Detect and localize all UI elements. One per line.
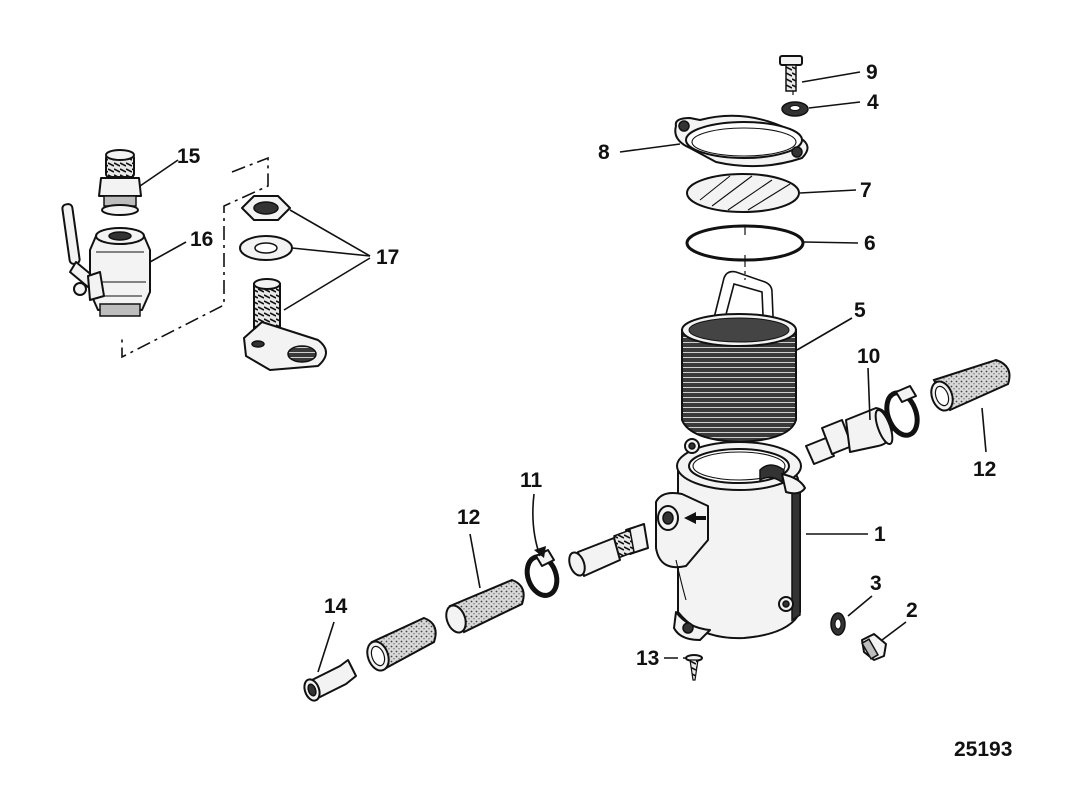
leader-15 — [139, 159, 179, 187]
leader-17b — [291, 247, 371, 257]
hose-12-left — [445, 578, 525, 634]
leader-11-arrow — [534, 546, 546, 558]
leader-17c — [283, 257, 371, 311]
leader-12-left — [469, 533, 481, 589]
callout-6: 6 — [864, 232, 876, 255]
inlet-side — [303, 523, 649, 702]
callout-7: 7 — [860, 179, 872, 202]
mounting-screw-13 — [685, 654, 703, 681]
callout-9: 9 — [866, 61, 878, 84]
hose-fitting-inlet — [568, 523, 649, 577]
figure-number: 25193 — [954, 738, 1012, 761]
drain-valve-assembly — [61, 149, 327, 371]
cover-ring-8 — [674, 114, 809, 168]
leader-4 — [808, 101, 861, 109]
bracket-line — [121, 156, 269, 359]
callout-16: 16 — [190, 228, 213, 251]
leader-2 — [881, 621, 907, 641]
leader-6 — [803, 241, 859, 244]
callout-13: 13 — [636, 647, 659, 670]
leader-8 — [619, 143, 681, 153]
callout-12-left: 12 — [457, 506, 480, 529]
hose-fitting-15 — [98, 149, 142, 216]
hose-fitting-14 — [303, 659, 357, 702]
leader-17a — [289, 209, 371, 257]
strainer-cover-stack — [674, 55, 809, 280]
cover-glass-7 — [686, 173, 800, 213]
leader-7 — [799, 189, 857, 194]
leader-3 — [847, 595, 873, 617]
outlet-side — [805, 358, 1011, 465]
cover-screw-9 — [779, 55, 803, 92]
washer-4 — [781, 101, 809, 117]
callout-8: 8 — [598, 141, 610, 164]
drain-valve-16 — [61, 203, 151, 317]
drain-washer-3 — [830, 612, 846, 636]
leader-lines — [139, 71, 987, 673]
locknut-washer-fitting-17 — [239, 195, 327, 371]
leader-12-right — [981, 407, 987, 453]
leader-5 — [796, 317, 853, 351]
hose-section-left — [366, 616, 437, 672]
leader-16 — [149, 241, 187, 263]
hose-fitting-10 — [805, 407, 894, 465]
drain-plug-2 — [861, 633, 887, 661]
callout-4: 4 — [867, 91, 879, 114]
callout-10: 10 — [857, 345, 880, 368]
leader-11 — [532, 493, 541, 557]
callout-17: 17 — [376, 246, 399, 269]
hose-12-right — [930, 358, 1011, 412]
leader-9 — [801, 71, 861, 83]
callout-14: 14 — [324, 595, 348, 618]
leader-10 — [867, 367, 871, 421]
strainer-housing-1 — [655, 438, 806, 641]
callout-11: 11 — [520, 469, 543, 492]
callout-15: 15 — [177, 145, 201, 168]
callout-2: 2 — [906, 599, 918, 622]
hose-clamp-11 — [524, 549, 560, 598]
callout-1: 1 — [874, 523, 886, 546]
strainer-basket-5 — [681, 270, 797, 444]
gasket-6 — [685, 224, 805, 262]
hose-clamp-right — [884, 385, 920, 438]
callout-3: 3 — [870, 572, 882, 595]
callout-5: 5 — [854, 299, 866, 322]
callout-12-right: 12 — [973, 458, 996, 481]
leader-14 — [317, 621, 335, 673]
callout-numbers: 9 4 8 7 6 5 10 12 1 11 12 14 13 3 2 15 1… — [177, 61, 1012, 761]
